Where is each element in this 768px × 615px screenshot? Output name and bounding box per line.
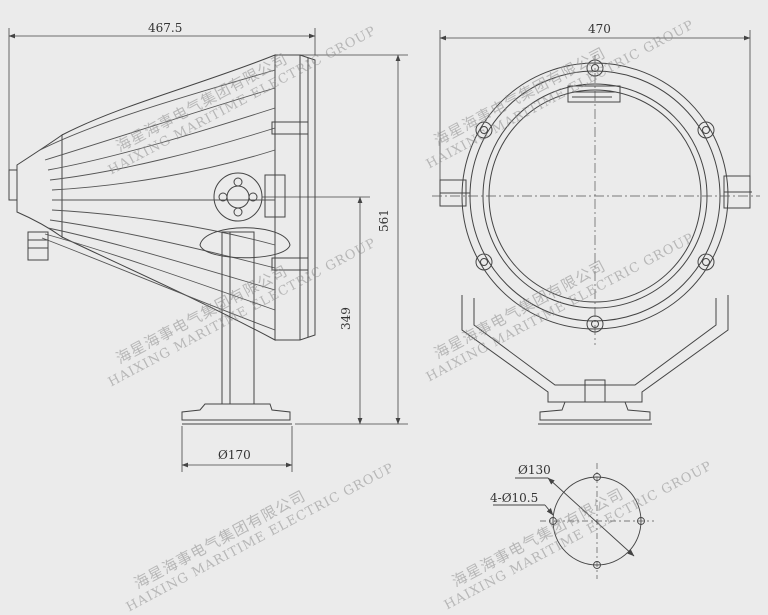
front-dimensions	[439, 30, 751, 180]
heatsink-fins	[39, 69, 276, 331]
mounting-base	[181, 403, 291, 421]
nameplate-front	[567, 85, 621, 103]
dim-front-width: 470	[588, 22, 611, 36]
yoke-inner	[473, 298, 717, 386]
technical-drawing: 467.5 561 349 Ø170	[8, 21, 760, 579]
yoke-arm	[199, 227, 291, 259]
latch-top	[271, 121, 309, 135]
drawing-canvas: 467.5 561 349 Ø170	[8, 18, 760, 615]
front-base	[539, 401, 651, 421]
dim-bolt-circle: Ø130	[518, 463, 551, 477]
dim-total-height: 561	[377, 209, 391, 232]
front-bezel	[275, 54, 316, 341]
side-view	[8, 54, 316, 425]
dim-pivot-height: 349	[339, 307, 353, 330]
rear-housing	[16, 134, 63, 238]
front-centerlines	[432, 55, 760, 345]
latch-bottom	[271, 257, 309, 271]
dim-holes: 4-Ø10.5	[490, 491, 538, 505]
bolt-pattern-view	[493, 463, 654, 579]
cable-gland	[27, 231, 49, 261]
pivot-knob	[213, 172, 263, 222]
base-stud	[584, 379, 606, 403]
side-dimensions	[8, 28, 408, 472]
nameplate-side	[264, 174, 286, 218]
dim-base-diameter: Ø170	[218, 448, 251, 462]
rear-cap	[8, 169, 18, 201]
dim-side-width: 467.5	[148, 21, 182, 35]
